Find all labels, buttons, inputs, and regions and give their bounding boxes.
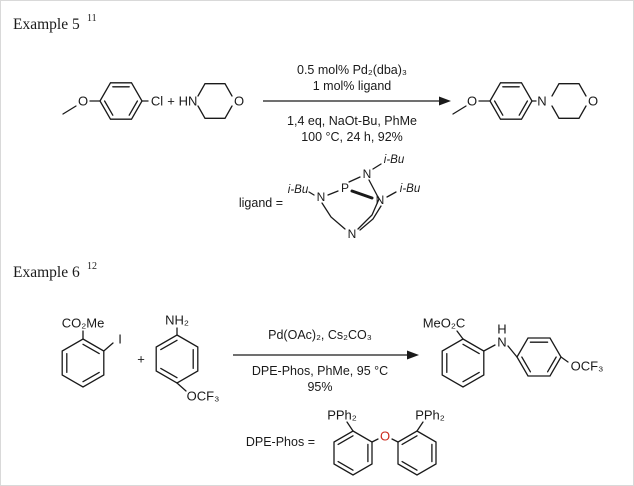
isobutyl-label: i-Bu [400, 183, 421, 195]
p-n-wedge-bond [350, 189, 374, 200]
ester-group-label: CO₂Me [62, 316, 105, 331]
n-ibu-bond [386, 191, 397, 198]
methyl-bond [452, 105, 467, 115]
oxygen-atom-label: O [588, 94, 598, 109]
benzene-ring [155, 334, 199, 384]
nitrogen-atom-label: N [497, 335, 506, 350]
example5-reference-superscript: 11 [87, 13, 97, 24]
structure-trifluoromethoxyaniline: NH₂ OCF₃ [155, 313, 220, 404]
ocf3-group-label: OCF₃ [571, 359, 604, 374]
nitrogen-atom-label: N [348, 227, 357, 241]
structure-dpephos: PPh₂ O PPh₂ [327, 408, 445, 476]
example6-section: Example 6 12 CO₂Me I + NH₂ OCF₃ Pd(OAc)₂… [13, 261, 604, 476]
dpephos-equals-label: DPE-Phos = [246, 435, 315, 449]
example6-reference-superscript: 12 [87, 261, 97, 272]
structure-methyl-iodobenzoate: CO₂Me I [61, 316, 122, 388]
structure-product-aryl-morpholine: O N O [452, 82, 598, 120]
ibu-n-bond [308, 191, 315, 196]
cage-arm [357, 179, 380, 230]
n-ibu-bond [372, 163, 382, 170]
c-o-bond [176, 382, 187, 392]
oxygen-atom-label: O [467, 94, 477, 109]
benzene-ring [441, 338, 485, 388]
nitrogen-atom-label: N [537, 94, 546, 109]
iodine-atom-label: I [118, 332, 122, 347]
benzene-ring [61, 338, 105, 388]
nitrogen-atom-label: N [317, 190, 326, 204]
conditions-above-line1: 0.5 mol% Pd₂(dba)₃ [297, 63, 407, 77]
morpholine-ring [551, 83, 587, 119]
isobutyl-label: i-Bu [384, 154, 405, 166]
nh-hydrogen-label: H [497, 322, 506, 337]
arrow-head [407, 350, 419, 360]
example5-section: Example 5 11 O Cl + HN O 0.5 mol% Pd₂(db… [13, 13, 598, 241]
reaction-arrow-2 [233, 350, 419, 360]
cage-arm [359, 205, 382, 231]
benzene-ring [333, 430, 373, 476]
benzene-ring [99, 82, 143, 120]
n-c-bond [507, 345, 518, 358]
ester-group-label: MeO₂C [423, 316, 466, 331]
reaction-arrow-1 [263, 96, 451, 106]
benzene-ring [397, 430, 437, 476]
structure-chloroanisole: O Cl [62, 82, 163, 120]
arrow-head [439, 96, 451, 106]
structure-ligand-proazaphosphatrane: P N i-Bu N i-Bu N i-Bu N [288, 154, 421, 241]
pph2-group-label: PPh₂ [415, 408, 445, 423]
example5-title: Example 5 [13, 16, 80, 33]
morpholine-ring [197, 83, 233, 119]
plus-sign: + [167, 94, 175, 109]
oxygen-atom-label: O [78, 94, 88, 109]
pph2-group-label: PPh₂ [327, 408, 357, 423]
conditions-below-line1: 1,4 eq, NaOt-Bu, PhMe [287, 114, 417, 128]
conditions-above-line1: Pd(OAc)₂, Cs₂CO₃ [268, 328, 372, 342]
chlorine-atom-label: Cl [151, 94, 163, 109]
isobutyl-label: i-Bu [288, 184, 309, 196]
conditions-above-line2: 1 mol% ligand [313, 79, 392, 93]
methyl-bond [62, 105, 77, 115]
example6-title: Example 6 [13, 264, 80, 281]
o-c-bond [391, 438, 399, 443]
phosphorus-atom-label: P [341, 181, 349, 195]
amine-group-label: NH₂ [165, 313, 189, 328]
c-ester-bond [456, 330, 464, 340]
plus-sign: + [137, 352, 145, 367]
structure-product-diarylamine: MeO₂C H N OCF₃ [423, 316, 604, 388]
benzene-ring [489, 82, 533, 120]
cage-arm [321, 202, 346, 230]
c-o-bond [560, 356, 569, 363]
nitrogen-atom-label: N [376, 193, 385, 207]
p-n-bond [327, 190, 339, 196]
conditions-below-line2: 95% [307, 380, 332, 394]
oxygen-atom-label: O [234, 94, 244, 109]
c-p-bond [346, 421, 354, 432]
c-i-bond [103, 342, 114, 352]
hn-atom-label: HN [179, 94, 198, 109]
structure-morpholine: HN O [179, 83, 244, 119]
ligand-equals-label: ligand = [239, 196, 283, 210]
nitrogen-atom-label: N [363, 167, 372, 181]
c-p-bond [416, 421, 424, 432]
ether-oxygen-atom-label: O [380, 429, 390, 444]
p-n-bond [348, 176, 361, 183]
conditions-below-line1: DPE-Phos, PhMe, 95 °C [252, 364, 388, 378]
conditions-below-line2: 100 °C, 24 h, 92% [301, 130, 403, 144]
c-o-bond [371, 438, 379, 443]
c-n-bond [483, 344, 496, 352]
benzene-ring [516, 337, 562, 377]
ocf3-group-label: OCF₃ [187, 389, 220, 404]
